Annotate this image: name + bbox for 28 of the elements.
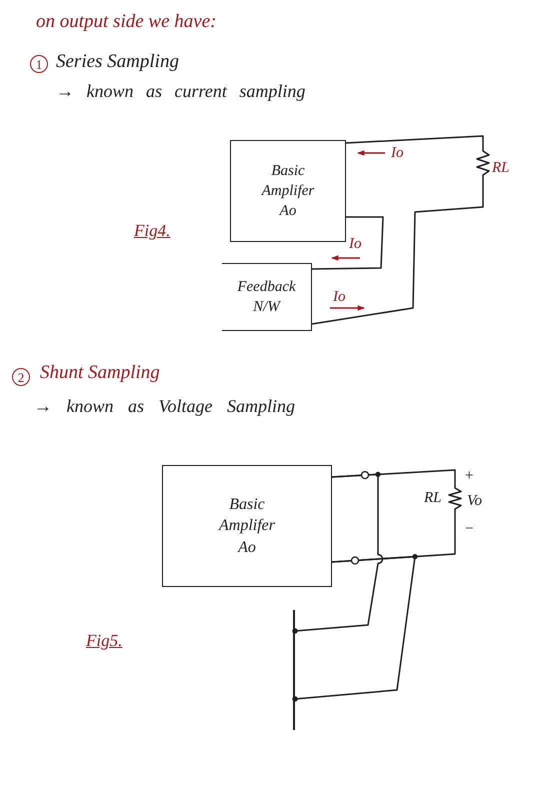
callout-number: 1 [30,55,48,73]
wire [346,135,484,148]
note-text: → known as Voltage Sampling [34,397,295,417]
component-label: RL [492,160,510,176]
wire [292,556,416,702]
section-heading: Shunt Sampling [40,363,160,384]
amplifier-block [162,465,332,587]
component-label: RL [424,490,442,506]
block-label: Basic Amplifer Ao [262,162,314,222]
voltage-label: Vo [467,493,482,510]
block-label: Feedback N/W [237,278,296,317]
resistor-symbol [476,148,490,178]
polarity-label: − [464,521,474,538]
page-heading: on output side we have: [36,12,216,33]
wire [312,216,384,270]
amplifier-block [230,140,346,242]
figure-label: Fig5. [86,632,122,651]
wire [292,474,384,634]
block-label: Basic Amplifer Ao [219,494,275,558]
feedback-block [222,263,312,331]
note-text: → known as current sampling [56,82,306,102]
figure-label: Fig4. [134,222,170,241]
section-heading: Series Sampling [56,52,179,73]
terminal-line [293,610,295,730]
callout-number: 2 [12,368,30,386]
resistor-symbol [448,485,462,512]
polarity-label: + [464,468,474,484]
wire [312,178,484,325]
